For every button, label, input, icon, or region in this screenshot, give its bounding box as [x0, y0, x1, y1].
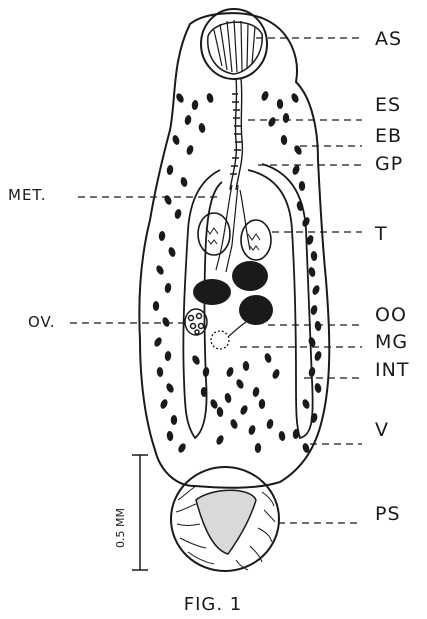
vitellaria-dot: [177, 442, 187, 454]
label-oo: OO: [375, 304, 407, 326]
vitellaria-dot: [314, 321, 322, 332]
vitellaria-dot: [299, 181, 306, 191]
vitellaria-dot: [180, 176, 189, 187]
label-eb: EB: [375, 125, 402, 147]
vitellaria-dot: [164, 283, 172, 294]
scale-bar: [132, 455, 148, 570]
vitellaria-dot: [185, 144, 194, 155]
scale-bar-label: 0.5 MM: [114, 508, 127, 548]
labels-right: AS ES EB GP T OO MG INT V PS: [374, 28, 409, 525]
label-as: AS: [375, 28, 402, 50]
vitellaria-dot: [175, 92, 186, 104]
vitellaria-dot: [191, 354, 202, 366]
vitellaria-dot: [290, 92, 300, 104]
vitellaria-dot: [153, 336, 163, 348]
anterior-sucker: [201, 9, 267, 79]
vitellaria-dot: [163, 194, 173, 206]
vitellaria-dot: [277, 99, 284, 109]
vitellaria-dot: [271, 368, 281, 380]
vitellaria-dot: [314, 382, 322, 393]
vitellaria-dot: [291, 164, 301, 176]
label-v: V: [375, 419, 389, 441]
vitellaria-dot: [202, 367, 210, 378]
label-t: T: [374, 223, 388, 245]
vitellaria-dot: [264, 352, 273, 363]
vitellaria-dot: [171, 415, 178, 425]
vitellaria-dot: [239, 404, 249, 416]
esophagus: [230, 78, 242, 190]
vitellaria-dot: [266, 418, 274, 429]
vitellaria-dot: [156, 367, 163, 377]
vitellaria-dot: [267, 116, 277, 128]
vitellaria-dot: [310, 251, 317, 262]
vitellaria-dot: [224, 392, 232, 403]
vitellaria-dot: [311, 284, 321, 296]
vitellaria-dot: [161, 316, 171, 328]
vitellaria-dot: [174, 208, 182, 219]
mehlis-gland: [211, 322, 246, 349]
label-int: INT: [375, 359, 409, 381]
vitellaria-dot: [307, 336, 316, 347]
vitellaria-dot: [252, 386, 260, 397]
vitellaria-dot: [278, 430, 286, 441]
label-gp: GP: [375, 153, 403, 175]
vitellaria-dot: [280, 135, 287, 146]
vitellaria-dot: [310, 304, 319, 315]
vitellaria-dot: [216, 407, 224, 418]
label-es: ES: [375, 94, 401, 116]
vitellaria-dot: [167, 246, 176, 258]
body-outline: [139, 13, 329, 488]
label-met: MET.: [8, 186, 47, 204]
vitellaria-dot: [255, 443, 262, 453]
vitellaria-dot: [313, 350, 322, 362]
vitellaria-dot: [259, 399, 266, 409]
vitellaria-dot: [215, 434, 225, 446]
vitellaria-dot: [164, 351, 171, 362]
vitellaria-dot: [308, 367, 316, 378]
vitellaria-dot: [155, 264, 165, 276]
vitellaria-dot: [260, 90, 270, 102]
label-leaders-left: [70, 197, 222, 323]
metraterm: [216, 185, 250, 272]
vitellaria-dot: [225, 366, 234, 378]
vitellaria-dot: [166, 165, 174, 176]
vitellaria-dot: [153, 301, 159, 311]
vitellaria-dot: [301, 398, 311, 410]
label-ov: OV.: [28, 313, 56, 331]
vitellaria-dot: [184, 114, 192, 125]
vitellaria-dot: [166, 431, 174, 442]
posterior-sucker: [171, 467, 279, 571]
vitellaria-dot: [243, 361, 250, 371]
vitellaria-dot: [165, 382, 175, 394]
vitellaria-dot: [159, 398, 169, 410]
labels-left: MET. OV.: [8, 186, 56, 331]
vitellaria-dot: [191, 100, 199, 111]
vitellaria-dot: [235, 378, 245, 390]
vitellaria-dot: [301, 216, 311, 228]
vitellaria-dot: [198, 122, 206, 133]
vitellaria-dot: [171, 134, 180, 146]
label-mg: MG: [375, 331, 408, 353]
vitellaria-dot: [248, 424, 257, 435]
vitellaria-dot: [206, 92, 215, 103]
figure-caption: FIG. 1: [184, 594, 243, 615]
vitellaria-dot: [158, 231, 165, 241]
vitellaria-dot: [209, 398, 219, 410]
vitellaria-dot: [308, 266, 317, 277]
vitellaria-dot: [283, 113, 290, 123]
label-ps: PS: [375, 503, 401, 525]
vitellaria-dot: [229, 418, 239, 430]
